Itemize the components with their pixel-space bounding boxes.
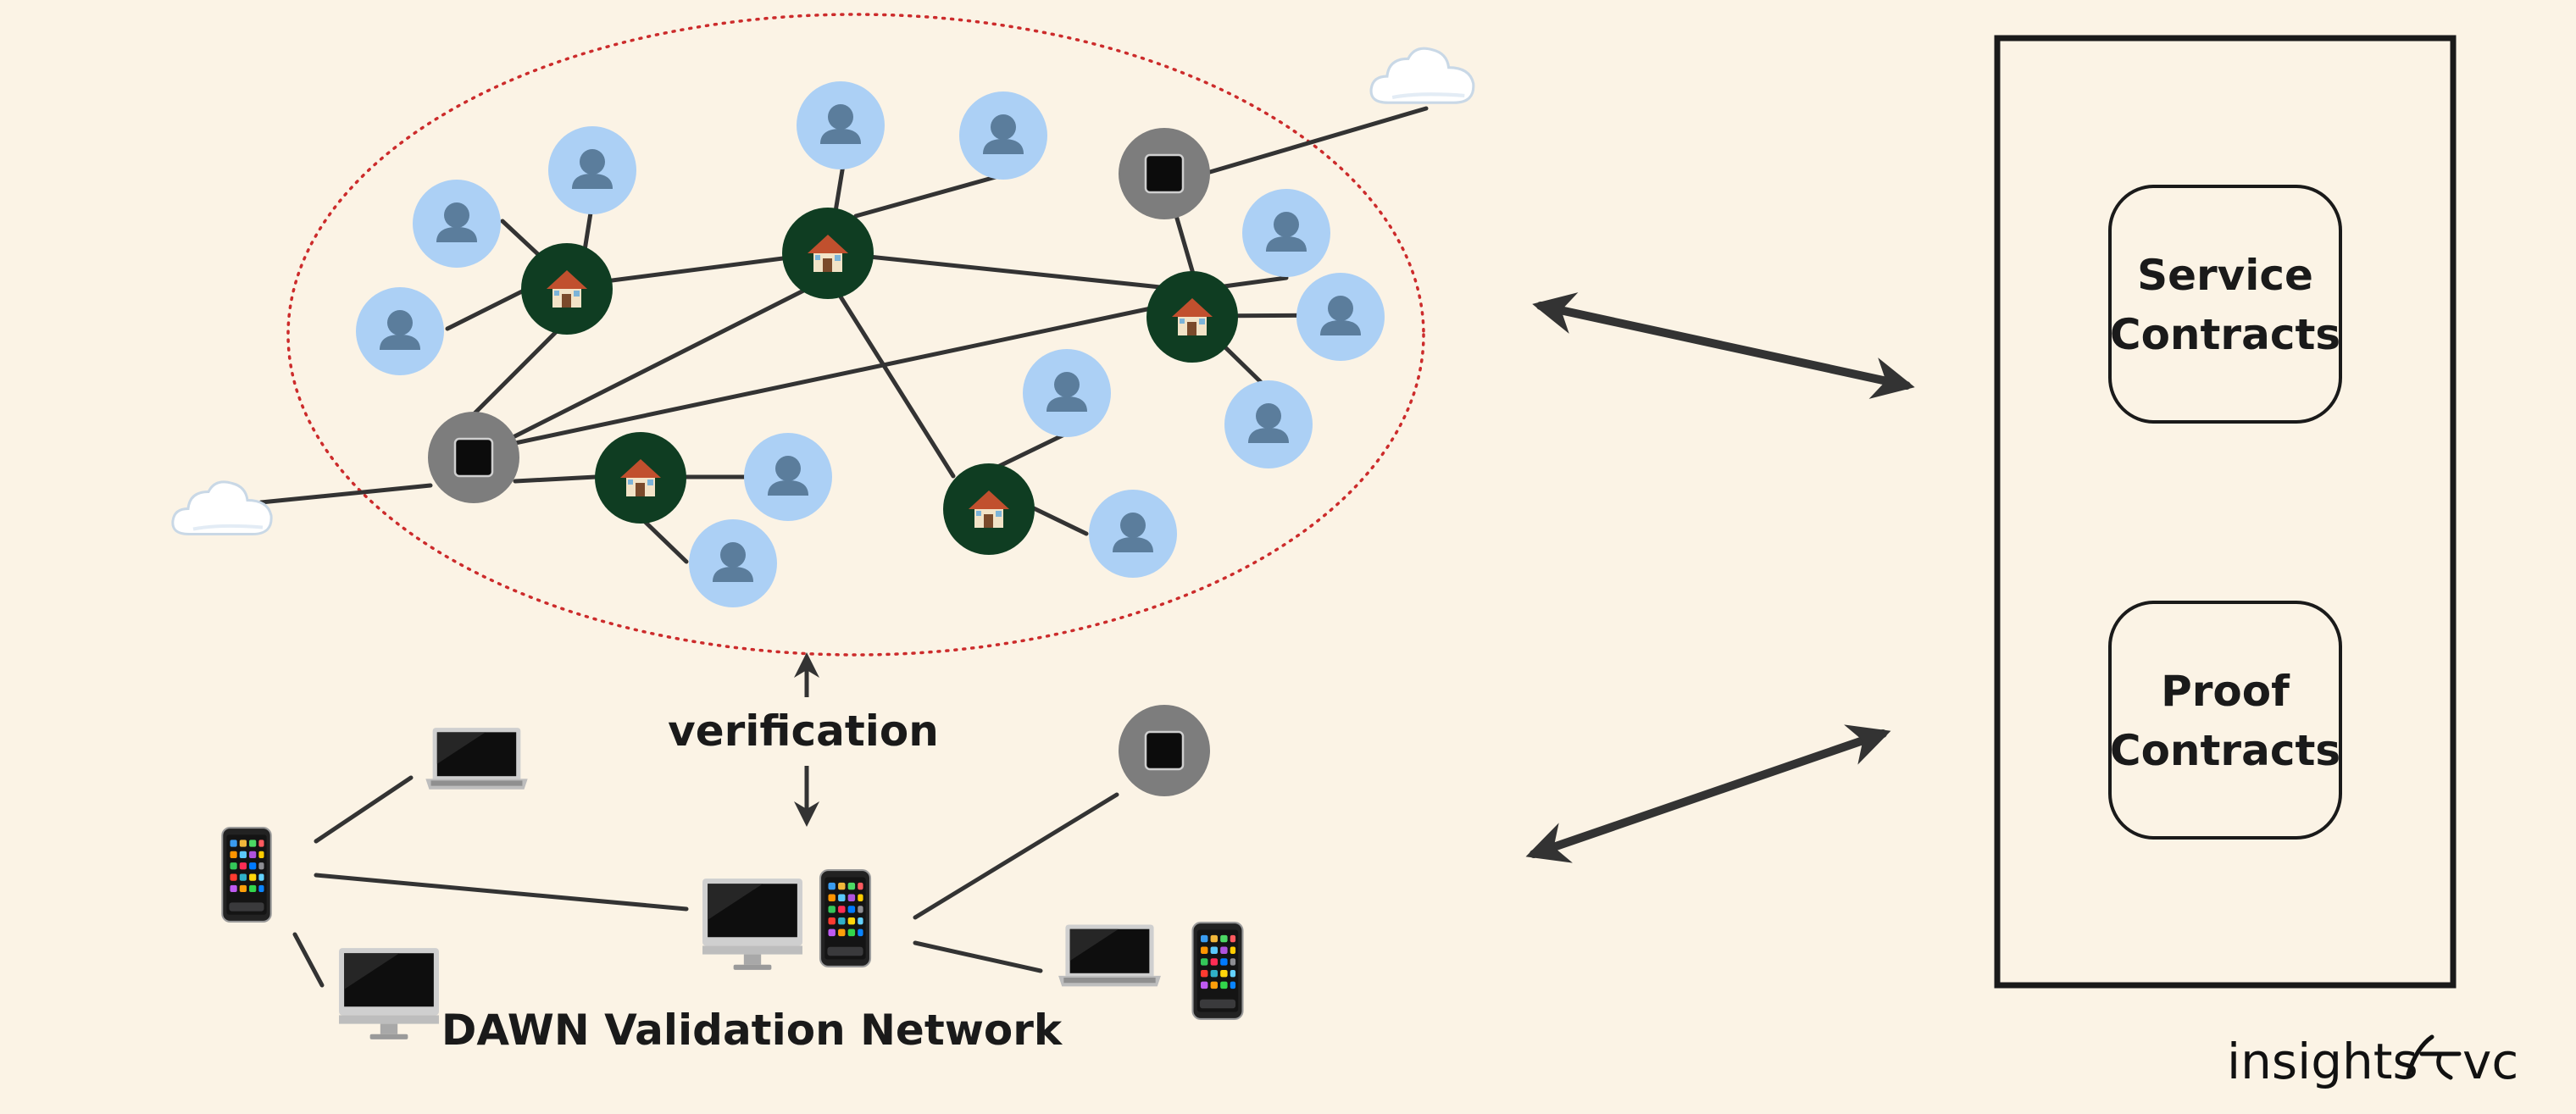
verification-connector: verification: [668, 652, 939, 827]
edge: [258, 483, 433, 505]
phone-icon: [1191, 922, 1244, 1020]
user-icon: [548, 126, 636, 214]
house-icon: [1146, 271, 1238, 363]
edge: [513, 305, 1158, 446]
validators-to-proof-arrow: [1525, 724, 1891, 863]
user-icon: [1089, 490, 1177, 578]
edge: [292, 932, 325, 988]
edge: [470, 275, 831, 460]
device-icon: [426, 410, 521, 505]
laptop-icon: [425, 728, 528, 790]
service-contracts-line-2: Contracts: [2110, 310, 2340, 359]
watermark: insights vc: [2227, 1033, 2518, 1090]
service-contracts-box: Service Contracts: [2108, 185, 2342, 424]
edge: [470, 319, 569, 418]
user-icon: [1224, 380, 1313, 468]
user-icon: [797, 81, 885, 169]
validator-edges: [292, 775, 1119, 988]
watermark-left-text: insights: [2227, 1033, 2418, 1090]
edge: [314, 775, 414, 844]
device-icon: [1117, 126, 1212, 221]
watermark-right-text: vc: [2462, 1033, 2518, 1090]
user-icon: [1242, 189, 1330, 277]
edge: [826, 250, 1196, 293]
phone-icon: [221, 827, 272, 923]
house-icon: [782, 208, 874, 299]
device-icon: [1117, 703, 1212, 798]
user-icon: [744, 433, 832, 521]
phone-icon: [819, 869, 872, 967]
contract-arrows: [1525, 292, 1915, 863]
network-to-service-arrow: [1532, 292, 1915, 399]
edge: [913, 792, 1119, 920]
network-label: DAWN Validation Network: [441, 1006, 1063, 1055]
user-icon: [356, 287, 444, 375]
laptop-icon: [1058, 924, 1161, 987]
network-boundary: [286, 13, 1425, 657]
user-icon: [1023, 349, 1111, 437]
edge: [913, 940, 1043, 973]
edge: [853, 173, 1004, 219]
user-icon: [959, 91, 1047, 180]
watermark-logo-icon: [2406, 1034, 2462, 1080]
edge: [826, 275, 956, 479]
edge: [500, 219, 543, 259]
edge: [1208, 106, 1429, 175]
house-icon: [521, 243, 613, 335]
proof-contracts-box: Proof Contracts: [2108, 601, 2342, 840]
edge: [513, 474, 598, 484]
house-icon: [943, 463, 1035, 555]
contracts-container: [1994, 35, 2457, 989]
house-icon: [595, 432, 686, 524]
user-icon: [413, 180, 501, 268]
edge: [314, 873, 689, 912]
user-icon: [1296, 273, 1385, 361]
proof-contracts-line-1: Proof: [2161, 667, 2290, 716]
user-icon: [689, 519, 777, 607]
proof-contracts-line-2: Contracts: [2110, 726, 2340, 775]
verification-label: verification: [668, 707, 939, 756]
service-contracts-line-1: Service: [2137, 251, 2313, 300]
edge: [1031, 506, 1089, 536]
